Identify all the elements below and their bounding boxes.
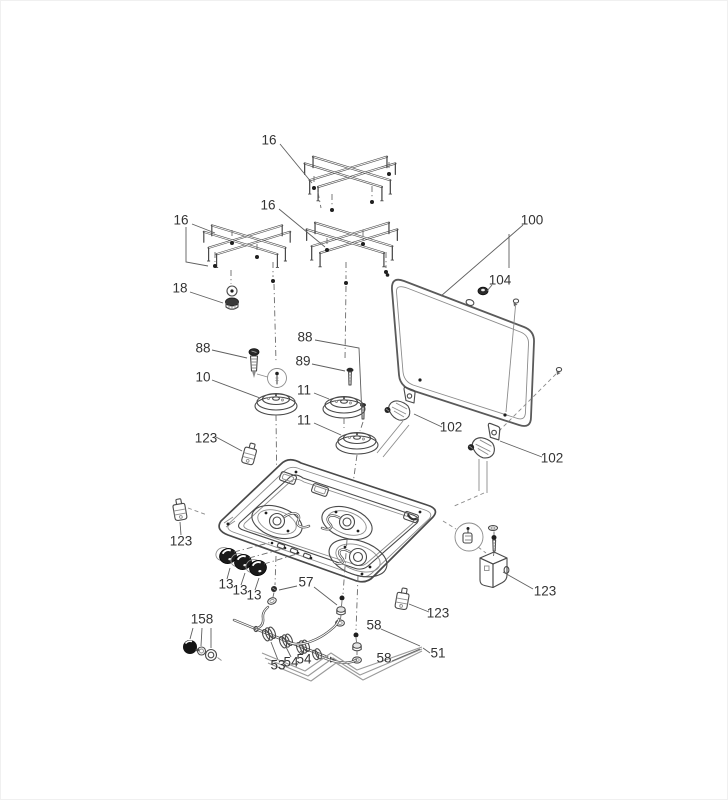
burner-recess-middle [320,505,373,541]
part-label-13-17: 13 [232,583,247,598]
part-label-18-3: 18 [172,281,187,296]
clip-123-top [240,441,259,466]
burner-cup-11a [322,395,366,419]
part-label-16-0: 16 [261,133,276,148]
glass-lid-100 [385,273,535,427]
part-label-88-4: 88 [195,341,210,356]
part-label-13-16: 13 [218,577,233,592]
part-labels-layer: 16 16 16 18 88 10 123 88 89 11 11 100 104 102 102 123 13… [170,133,564,673]
screw-89 [346,367,354,386]
burner-recess-bottom [328,538,388,578]
part-label-104-12: 104 [489,273,512,288]
ignition-unit-123 [442,520,510,589]
part-label-100-11: 100 [521,213,544,228]
part-label-53-21: 53 [270,658,285,673]
burner-feed-stack-middle [286,539,348,646]
part-label-123-15: 123 [170,534,193,549]
part-label-10-5: 10 [195,370,210,385]
part-label-89-8: 89 [295,354,310,369]
burner-cap-18 [225,285,239,310]
pipe-kit-51 [261,628,431,682]
part-label-102-13: 102 [440,420,463,435]
part-label-158-20: 158 [191,612,214,627]
lid-hinge-right [451,422,501,508]
pan-support-grate-left [202,224,292,363]
part-label-54-22: 54 [283,655,299,670]
part-label-88-7: 88 [297,330,312,345]
part-label-16-1: 16 [260,198,275,213]
part-label-51-26: 51 [430,646,445,661]
hob-pan [218,458,437,583]
part-label-123-6: 123 [195,431,218,446]
igniter-electrode-88 [248,348,287,388]
part-label-11-9: 11 [297,383,311,398]
projection-lines-burners [275,414,364,506]
knob-trim-set-158 [183,627,222,662]
burner-recess-left [251,504,311,540]
part-label-123-28: 123 [534,584,557,599]
burner-cup-11b [335,431,379,455]
lid-pin-right [498,366,563,432]
leader-lines [179,143,543,613]
part-label-102-14: 102 [541,451,564,466]
part-label-123-27: 123 [427,606,450,621]
part-label-54-23: 54 [296,652,312,667]
part-label-57-19: 57 [298,575,313,590]
pan-support-grate-top [303,155,397,212]
part-label-58-24: 58 [366,618,381,633]
part-label-58-25: 58 [376,651,391,666]
lid-cap-104 [477,286,489,296]
pan-support-grate-middle [305,221,399,361]
control-knobs-13 [213,541,301,591]
burner-feed-stack-bottom [320,575,362,664]
part-label-13-18: 13 [246,588,261,603]
part-label-11-10: 11 [297,413,311,428]
lid-pin-top [505,298,520,413]
burner-feed-stack-left [256,555,278,630]
clip-123-left [171,497,208,522]
clip-123-bottom-right [394,586,411,611]
burner-cup-10 [254,392,298,416]
part-label-16-2: 16 [173,213,188,228]
lid-hinge-left [376,386,416,458]
